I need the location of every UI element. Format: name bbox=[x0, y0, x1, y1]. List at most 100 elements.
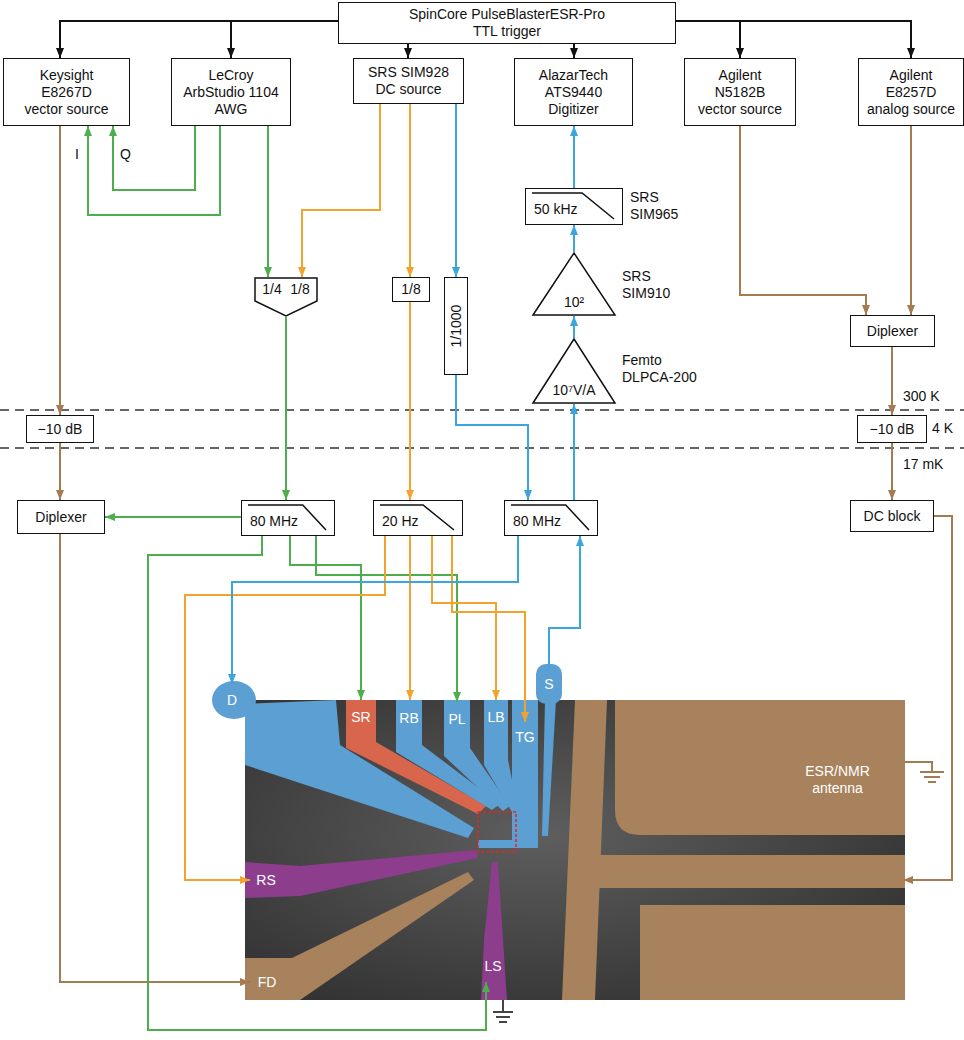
node-text: RS bbox=[256, 872, 275, 889]
node-text: 10² bbox=[564, 294, 584, 311]
connector bbox=[60, 534, 250, 982]
gate-label: PL bbox=[444, 702, 470, 736]
node-text: Agilent N5182B vector source bbox=[696, 67, 784, 118]
filter-box: 50 kHz bbox=[525, 188, 623, 225]
amplifier-outline bbox=[533, 339, 615, 403]
connector bbox=[891, 347, 893, 415]
attenuator-box: −10 dB bbox=[26, 415, 94, 443]
node-text: D bbox=[227, 692, 237, 709]
node-text: 1/8 bbox=[401, 281, 420, 298]
node-text: SR bbox=[351, 709, 370, 726]
node-text: PL bbox=[448, 711, 465, 728]
connector bbox=[452, 536, 525, 722]
amplifier-triangle: 10² bbox=[532, 252, 616, 316]
antenna-pad bbox=[615, 700, 905, 835]
connector bbox=[740, 126, 866, 315]
node-text: 1/4 bbox=[262, 281, 281, 298]
node-text: SpinCore PulseBlasterESR-Pro TTL trigger bbox=[402, 6, 612, 40]
gate-label: FD bbox=[250, 968, 284, 996]
gate-label: LS bbox=[479, 950, 507, 982]
connector bbox=[573, 404, 575, 500]
connector bbox=[549, 536, 580, 668]
temperature-boundary bbox=[0, 447, 964, 449]
connector bbox=[676, 21, 911, 58]
ground-wire bbox=[905, 762, 932, 772]
node-text: Agilent E8257D analog source bbox=[865, 67, 957, 118]
temperature-label: 4 K bbox=[932, 420, 953, 437]
connector bbox=[455, 104, 457, 277]
sem-image bbox=[245, 700, 905, 1000]
node-text: LeCroy ArbStudio 1104 AWG bbox=[180, 67, 282, 118]
instrument-box: Agilent N5182B vector source bbox=[684, 58, 796, 126]
connector bbox=[148, 536, 486, 1030]
instrument-box: Keysight E8267D vector source bbox=[3, 58, 130, 126]
connector bbox=[573, 126, 575, 188]
connector bbox=[903, 516, 952, 880]
connector bbox=[88, 126, 220, 215]
instrument-box: SRS SIM928 DC source bbox=[353, 58, 464, 104]
connector bbox=[60, 21, 338, 58]
gate-label: LB bbox=[484, 700, 508, 734]
connector bbox=[573, 44, 575, 58]
connector bbox=[407, 44, 409, 58]
source-pad bbox=[536, 664, 562, 704]
divider-pentagon: 1/4 1/8 bbox=[254, 277, 318, 317]
signal-name: Q bbox=[118, 146, 133, 163]
filter-box: 20 Hz bbox=[373, 500, 463, 536]
instrument-label: Femto DLPCA-200 bbox=[622, 352, 712, 386]
temperature-boundary bbox=[0, 409, 964, 411]
ground-wire bbox=[502, 1000, 504, 1012]
node-text: SRS SIM928 DC source bbox=[361, 64, 456, 98]
node-text: 20 Hz bbox=[382, 513, 419, 530]
instrument-box: LeCroy ArbStudio 1104 AWG bbox=[171, 58, 291, 126]
lowpass-symbol bbox=[532, 193, 614, 219]
node-text: 1/8 bbox=[290, 281, 309, 298]
antenna-label: ESR/NMR antenna bbox=[772, 755, 903, 890]
node-text: RB bbox=[399, 710, 418, 727]
ground-symbol bbox=[920, 771, 944, 773]
connector bbox=[59, 443, 61, 500]
connector bbox=[409, 536, 411, 700]
connector bbox=[302, 104, 380, 277]
amplifier-outline bbox=[533, 253, 615, 315]
node-text: Keysight E8267D vector source bbox=[23, 67, 111, 118]
node-text: S bbox=[544, 676, 553, 693]
lowpass-symbol bbox=[380, 505, 454, 530]
connector bbox=[59, 126, 61, 415]
connector bbox=[113, 126, 195, 190]
ground-symbol bbox=[496, 1016, 510, 1018]
source-gate bbox=[542, 700, 556, 836]
filter-box: 80 MHz bbox=[241, 500, 335, 536]
connector bbox=[267, 126, 269, 277]
connector bbox=[285, 317, 287, 500]
node-text: 80 MHz bbox=[250, 513, 298, 530]
connector bbox=[409, 104, 411, 277]
dot-region-box bbox=[478, 812, 516, 852]
attenuator-box: 1/8 bbox=[392, 277, 430, 302]
connector bbox=[676, 21, 740, 58]
connector bbox=[409, 302, 411, 500]
connector bbox=[573, 316, 575, 338]
node-text: −10 dB bbox=[38, 421, 83, 438]
diplexer-box: Diplexer bbox=[850, 315, 935, 347]
node-text: 10⁷V/A bbox=[552, 382, 595, 399]
amplifier-triangle: 10⁷V/A bbox=[532, 338, 616, 404]
connector bbox=[891, 443, 893, 500]
tg-gate bbox=[478, 700, 538, 848]
gate-label: S bbox=[536, 668, 562, 700]
temperature-label: 17 mK bbox=[903, 456, 943, 473]
node-text: TG bbox=[515, 729, 534, 746]
antenna-strip bbox=[562, 700, 607, 1000]
ground-symbol bbox=[928, 781, 936, 783]
connector bbox=[910, 126, 912, 315]
antenna-arm bbox=[598, 855, 905, 888]
attenuator-box: 1/1000 bbox=[444, 277, 468, 375]
ground-symbol bbox=[499, 1021, 507, 1023]
divider-outline bbox=[255, 278, 317, 316]
fd-gate bbox=[245, 872, 474, 1000]
node-text: Diplexer bbox=[35, 509, 86, 526]
node-text: Diplexer bbox=[867, 323, 918, 340]
gate-label: D bbox=[218, 684, 246, 716]
temperature-label: 300 K bbox=[903, 388, 940, 405]
